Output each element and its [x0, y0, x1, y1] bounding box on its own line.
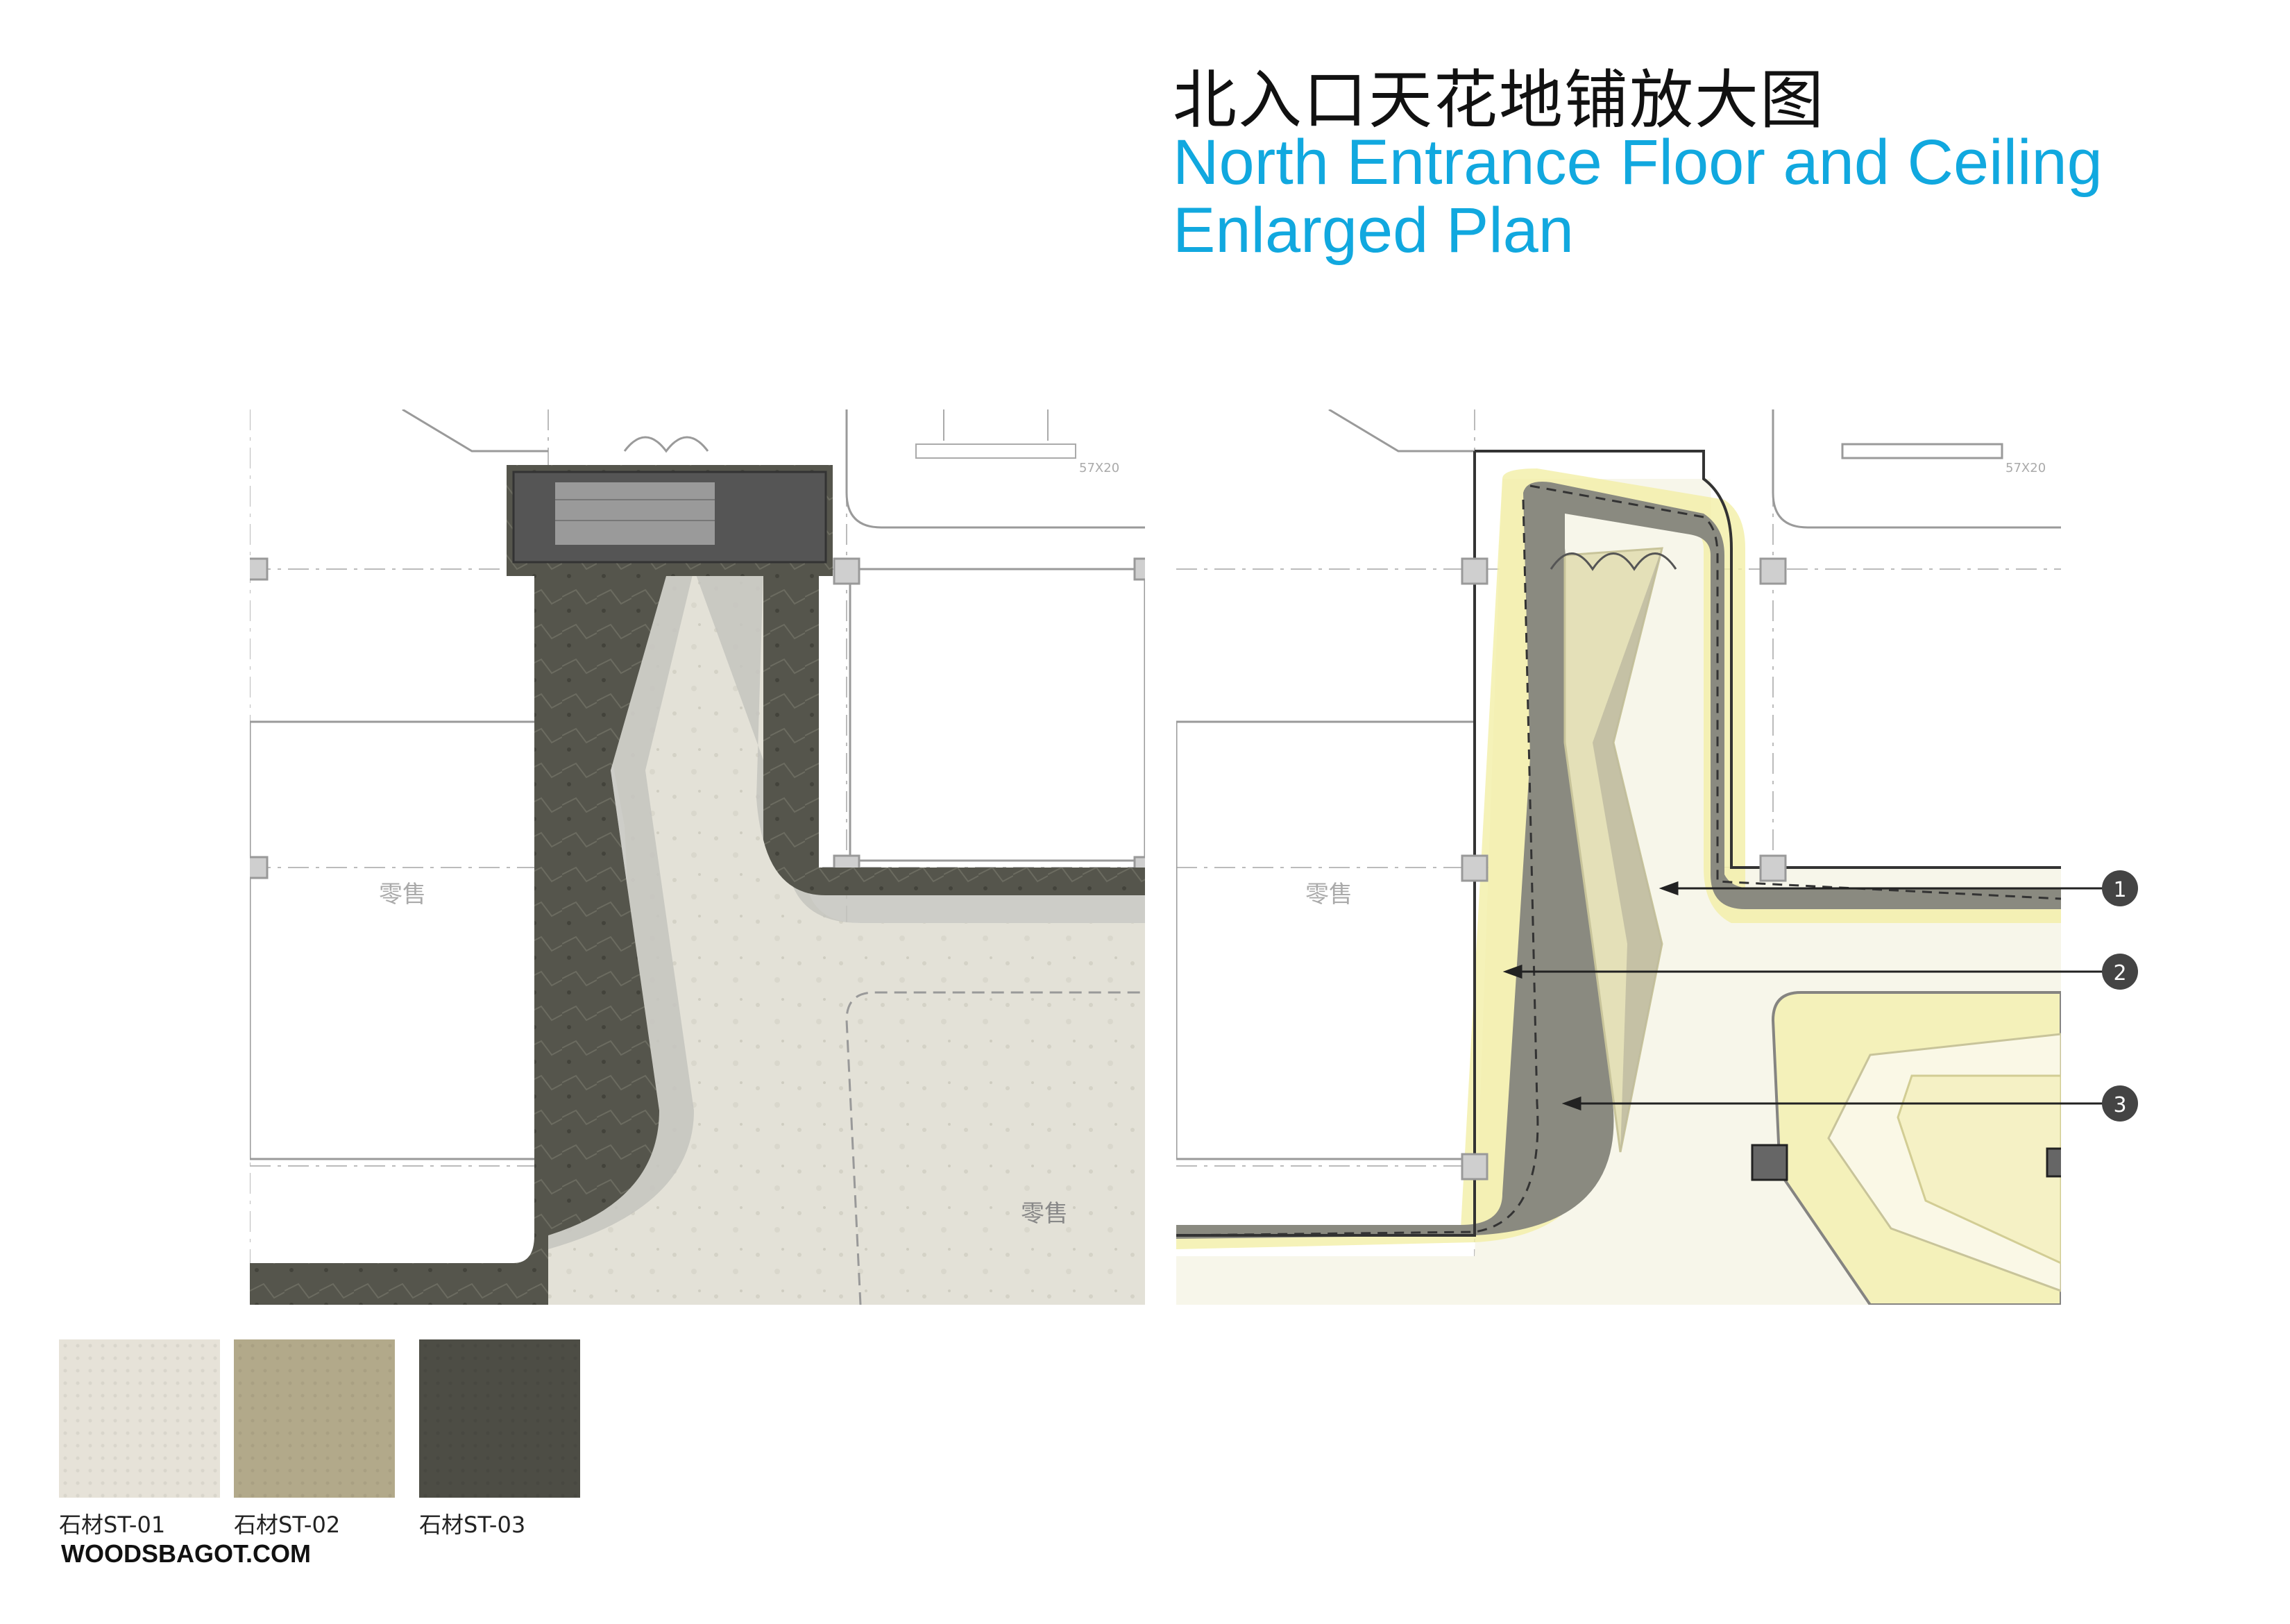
- title-english-line1: North Entrance Floor and Ceiling: [1173, 127, 2103, 198]
- left-room-label-retail-a: 零售: [379, 881, 426, 908]
- material-swatch-st02: [234, 1339, 395, 1498]
- left-stair-tag: 57X20: [1079, 461, 1119, 475]
- callout-number-1: 1: [2113, 878, 2126, 902]
- title-english-line2: Enlarged Plan: [1173, 195, 1574, 266]
- right-lobby-core: [1897, 1074, 2061, 1264]
- title-english: North Entrance Floor and Ceiling Enlarge…: [1173, 128, 2103, 264]
- floor-plan-left: 零售 零售 57X20: [250, 409, 1145, 1305]
- ceiling-plan-right-drawing: 零售 57X20 1 2 3: [1176, 409, 2138, 1305]
- callout-circle-2: [2102, 954, 2138, 990]
- ceiling-plan-right: 零售 57X20 1 2 3: [1176, 409, 2273, 1305]
- right-room-label-retail: 零售: [1305, 881, 1352, 908]
- material-label-st02: 石材ST-02: [234, 1512, 341, 1538]
- brand-website: WOODSBAGOT.COM: [61, 1539, 311, 1568]
- right-ceiling-outline: [1176, 450, 2061, 1237]
- material-label-st03: 石材ST-03: [419, 1512, 526, 1538]
- callout-markers: 1 2 3: [2102, 870, 2138, 1122]
- callout-number-2: 2: [2113, 961, 2126, 986]
- callout-circle-3: [2102, 1085, 2138, 1122]
- right-plan-walls: [1176, 409, 2061, 1160]
- right-stair-tag: 57X20: [2005, 461, 2046, 475]
- left-floor-st03-border: [250, 465, 1145, 1305]
- left-floor-st01: [548, 569, 1145, 1305]
- right-dashed-edge: [1176, 484, 2061, 1237]
- left-floor-st02-band: [548, 569, 1145, 1249]
- right-ceiling-sculpture-fold: [1593, 548, 1662, 1152]
- title-chinese: 北入口天花地铺放大图: [1173, 63, 1826, 137]
- right-plan-columns: [1461, 557, 2061, 1181]
- floor-plan-left-drawing: 零售 零售 57X20: [250, 409, 1145, 1305]
- material-swatch-st01: [59, 1339, 220, 1498]
- callout-leaders: [1502, 881, 2103, 1111]
- callout-circle-1: [2102, 870, 2138, 906]
- material-swatch-st03: [419, 1339, 580, 1498]
- left-entrance-mat: [555, 482, 715, 545]
- right-entrance-doors: [1550, 552, 1677, 571]
- left-room-label-retail-b: 零售: [1021, 1200, 1068, 1228]
- callout-number-3: 3: [2113, 1093, 2126, 1117]
- left-stair: [915, 409, 1076, 459]
- material-label-st01: 石材ST-01: [59, 1512, 166, 1538]
